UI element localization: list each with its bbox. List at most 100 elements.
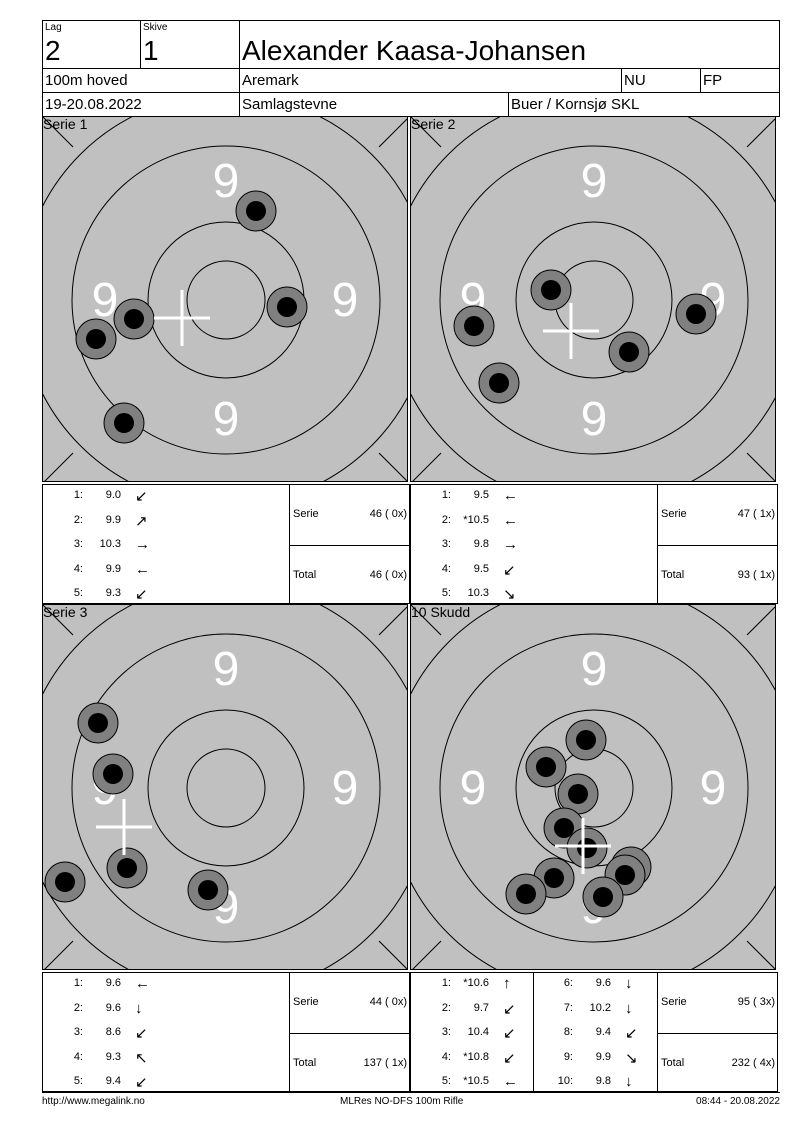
serie-sum-label: Serie [293,996,319,1008]
shot-center [117,858,137,878]
shot-number: 9: [563,1050,573,1063]
shot-direction-arrow-icon: ← [503,487,518,504]
divider [289,545,409,546]
fp-cell: FP [700,68,780,93]
shot-direction-arrow-icon: ↙ [503,561,516,579]
corner-line [412,940,442,969]
panel-title: 10 Skudd [411,604,471,620]
serie-sum-value: 46 ( 0x) [369,508,407,520]
target-ring [71,633,381,943]
total-sum-label: Total [293,1057,317,1069]
shot-value: 9.9 [105,562,121,575]
shot-center [516,884,536,904]
ring-number: 9 [332,762,359,815]
shot-number: 4: [441,1050,451,1063]
serie-sum-label: Serie [661,508,687,520]
shot-number: 1: [73,489,83,501]
ring-number: 9 [581,643,608,696]
shot-number: 5: [73,587,83,599]
ring-number: 9 [332,274,359,327]
location-cell: Aremark [239,68,622,93]
shot-direction-arrow-icon: ↓ [625,999,633,1017]
total-sum-label: Total [293,569,317,581]
shot-value: 9.8 [473,538,489,550]
corner-line [411,605,442,636]
date-cell: 19-20.08.2022 [42,92,240,117]
shot-direction-arrow-icon: ↑ [503,975,511,992]
shot-center [489,373,509,393]
target-ring [186,748,266,828]
shot-direction-arrow-icon: ↙ [135,1025,148,1042]
discipline: 100m hoved [45,72,128,89]
shot-center [568,784,588,804]
shot-center [124,309,144,329]
divider [657,485,658,603]
total-sum-value: 93 ( 1x) [737,569,775,581]
divider [657,1033,777,1034]
shot-center [615,865,635,885]
shot-direction-arrow-icon: ↙ [503,1000,516,1018]
shot-number: 2: [73,1001,83,1014]
shot-center [464,316,484,336]
shot-value: 9.0 [105,489,121,501]
total-sum-value: 232 ( 4x) [731,1057,775,1069]
corner-line [378,940,407,969]
shot-center [577,838,597,858]
shot-direction-arrow-icon: ← [503,1073,518,1090]
shot-center [114,413,134,433]
footer-software: MLRes NO-DFS 100m Rifle [340,1096,464,1107]
shot-number: 4: [73,562,83,575]
target-ring [439,633,749,943]
skive-value: 1 [143,35,159,66]
target-ring [186,260,266,340]
shot-value: 9.5 [473,562,489,575]
shot-center [277,297,297,317]
serie-sum-label: Serie [661,996,687,1008]
shot-center [103,764,123,784]
ring-number: 9 [581,155,608,208]
shot-value: 10.3 [99,538,121,550]
event-cell: Samlagstevne [239,92,509,117]
shot-direction-arrow-icon: → [135,536,150,553]
name-cell: Alexander Kaasa-Johansen [239,20,780,69]
corner-line [746,452,775,481]
target-ring [439,145,749,455]
shot-direction-arrow-icon: ↖ [135,1049,148,1067]
corner-line [378,452,407,481]
target-ring [71,145,381,455]
shot-direction-arrow-icon: ← [135,975,150,992]
shot-center [576,730,596,750]
shot-number: 3: [73,538,83,550]
panel-title: Serie 2 [411,116,456,132]
corner-line [44,452,74,481]
ring-number: 9 [460,762,487,815]
shot-value: 9.3 [105,1050,121,1063]
ring-number: 9 [213,393,240,446]
target-ring [147,709,305,867]
skive-cell: Skive 1 [140,20,240,69]
shot-value: *10.6 [463,977,489,989]
corner-line [412,452,442,481]
divider [533,973,534,1091]
shot-value: 9.4 [595,1026,611,1038]
divider [657,973,658,1091]
ring-number: 9 [213,643,240,696]
shot-number: 2: [441,1001,451,1014]
lag-value: 2 [45,35,61,66]
discipline-cell: 100m hoved [42,68,240,93]
shot-direction-arrow-icon: ↙ [135,586,148,603]
shot-center [88,713,108,733]
shot-center [686,304,706,324]
shot-value: 9.9 [105,513,121,526]
shot-center [544,868,564,888]
shot-direction-arrow-icon: ↘ [503,586,516,603]
lag-label: Lag [45,22,62,33]
serie-sum-value: 47 ( 1x) [737,508,775,520]
corner-line [43,117,74,148]
serie-sum-label: Serie [293,508,319,520]
lag-cell: Lag 2 [42,20,141,69]
